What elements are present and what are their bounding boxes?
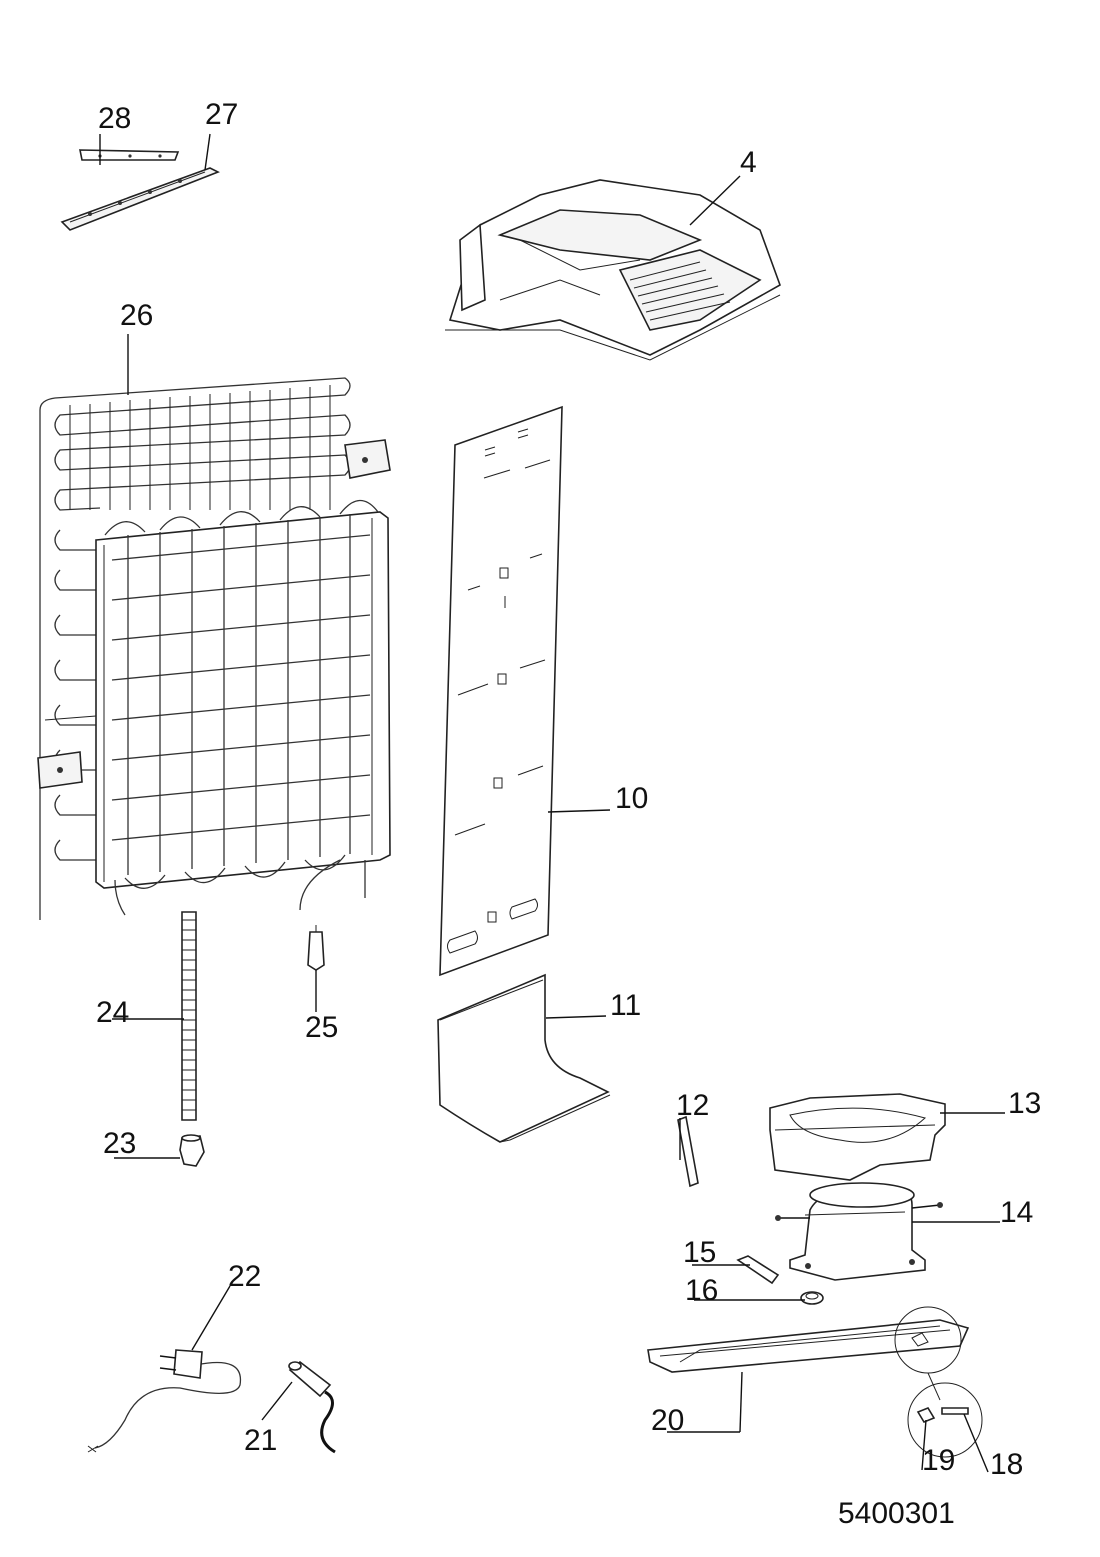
part-20-base-rail — [647, 1306, 970, 1401]
callout-18: 18 — [990, 1448, 1023, 1481]
part-13-cover — [769, 1093, 946, 1181]
part-4-evaporator-module — [445, 179, 781, 361]
condenser-wire-grid — [69, 385, 331, 510]
callout-14: 14 — [1000, 1196, 1033, 1229]
part-24-drain-hose — [181, 911, 197, 1121]
part-27-28-rail — [60, 149, 220, 231]
callout-26: 26 — [120, 299, 153, 332]
part-11-bottom-cover — [437, 973, 611, 1143]
callout-25: 25 — [305, 1011, 338, 1044]
condenser-fin-columns — [111, 514, 371, 875]
callout-12: 12 — [676, 1089, 709, 1122]
callout-19: 19 — [922, 1444, 955, 1477]
callout-4: 4 — [740, 146, 757, 179]
callout-23: 23 — [103, 1127, 136, 1160]
callout-13: 13 — [1008, 1087, 1041, 1120]
part-21-capacitor — [288, 1360, 336, 1454]
part-22-power-cord — [87, 1349, 242, 1453]
part-26-condenser — [37, 377, 391, 920]
part-10-rear-panel — [439, 405, 563, 977]
callout-27: 27 — [205, 98, 238, 131]
callout-11: 11 — [610, 989, 641, 1022]
callout-20: 20 — [651, 1404, 684, 1437]
part-25-filter-drier — [307, 925, 325, 971]
document-number: 5400301 — [838, 1497, 955, 1530]
part-18-19-detail — [907, 1382, 983, 1458]
callout-28: 28 — [98, 102, 131, 135]
part-14-compressor — [775, 1182, 943, 1281]
callout-labels: 28 27 4 26 10 11 24 25 12 13 23 14 15 22… — [96, 98, 1041, 1481]
leader-lines — [99, 133, 1005, 1473]
callout-10: 10 — [615, 782, 648, 815]
callout-15: 15 — [683, 1236, 716, 1269]
callout-21: 21 — [244, 1424, 277, 1457]
part-12-pin — [677, 1115, 699, 1188]
callout-16: 16 — [685, 1274, 718, 1307]
part-15-clip — [736, 1255, 780, 1285]
part-16-grommet — [800, 1291, 824, 1305]
part-23-drain-fitting — [179, 1134, 205, 1167]
callout-22: 22 — [228, 1260, 261, 1293]
callout-24: 24 — [96, 996, 129, 1029]
